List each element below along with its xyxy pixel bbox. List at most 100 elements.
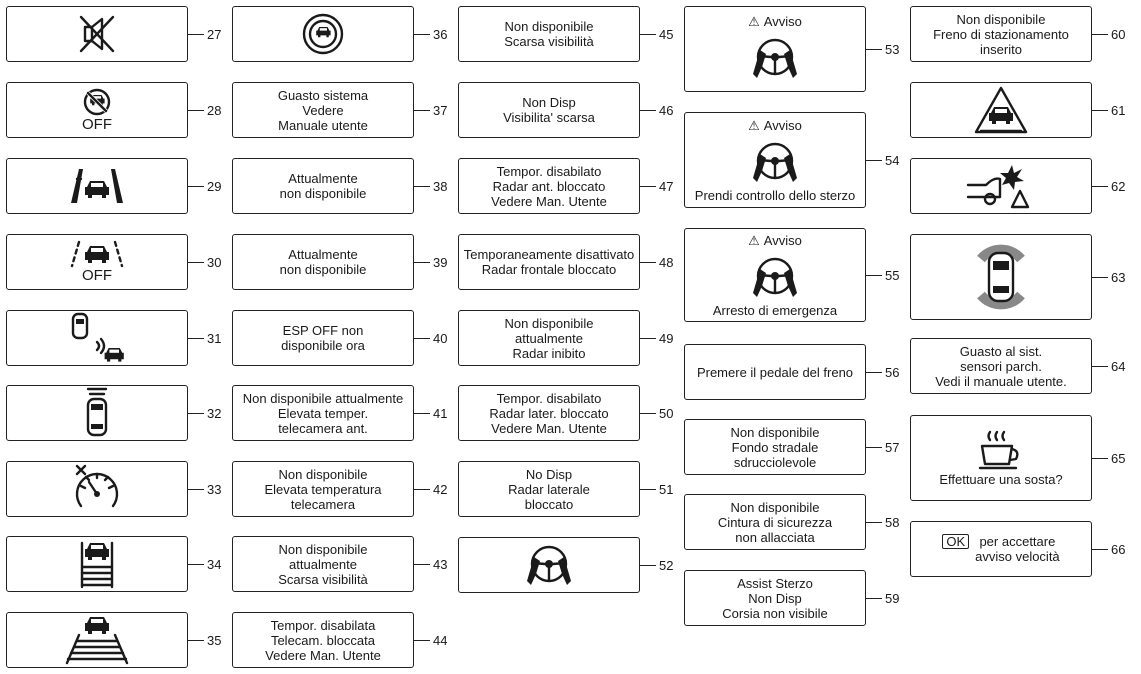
callout-leader-line xyxy=(640,34,656,36)
panel-message: Non disponibile attualmente Radar inibit… xyxy=(504,315,594,361)
callout-number: 59 xyxy=(885,591,900,606)
hands-on-wheel-icon xyxy=(519,539,579,591)
panel-message: ESP OFF non disponibile ora xyxy=(281,323,365,353)
panel-caption: Prendi controllo dello sterzo xyxy=(694,187,856,203)
callout-number: 58 xyxy=(885,515,900,530)
callout-leader-line xyxy=(866,522,882,524)
message-panel-48: Temporaneamente disattivato Radar fronta… xyxy=(458,234,640,290)
message-panel-27 xyxy=(6,6,188,62)
message-panel-38: Attualmente non disponibile xyxy=(232,158,414,214)
message-panel-60: Non disponibile Freno di stazionamento i… xyxy=(910,6,1092,62)
callout-leader-line xyxy=(188,110,204,112)
callout-number: 34 xyxy=(207,557,222,572)
panel-message: Attualmente non disponibile xyxy=(279,247,367,277)
callout-number: 49 xyxy=(659,331,674,346)
callout-leader-line xyxy=(188,262,204,264)
callout-leader-line xyxy=(188,413,204,415)
message-panel-59: Assist Sterzo Non Disp Corsia non visibi… xyxy=(684,570,866,626)
collision-warning-icon xyxy=(966,163,1036,209)
message-panel-44: Tempor. disabilata Telecam. bloccata Ved… xyxy=(232,612,414,668)
hands-on-wheel-icon xyxy=(745,136,805,188)
coffee-cup-icon xyxy=(978,430,1024,472)
message-panel-52 xyxy=(458,537,640,593)
warning-label: Avviso xyxy=(763,14,802,29)
message-panel-41: Non disponibile attualmente Elevata temp… xyxy=(232,385,414,441)
panel-message: Attualmente non disponibile xyxy=(279,171,367,201)
callout-leader-line xyxy=(188,34,204,36)
message-panel-45: Non disponibile Scarsa visibilità xyxy=(458,6,640,62)
callout-leader-line xyxy=(640,338,656,340)
panel-message: Tempor. disabilato Radar later. bloccato… xyxy=(489,390,609,436)
callout-leader-line xyxy=(188,564,204,566)
warning-label: Avviso xyxy=(763,232,802,248)
message-panel-56: Premere il pedale del freno xyxy=(684,344,866,400)
callout-leader-line xyxy=(866,598,882,600)
hands-on-wheel-icon xyxy=(745,251,805,303)
callout-number: 54 xyxy=(885,153,900,168)
callout-leader-line xyxy=(188,640,204,642)
callout-number: 38 xyxy=(433,179,448,194)
message-panel-35 xyxy=(6,612,188,668)
callout-leader-line xyxy=(640,489,656,491)
callout-leader-line xyxy=(414,640,430,642)
callout-number: 61 xyxy=(1111,103,1126,118)
warning-triangle-icon: ⚠ xyxy=(748,14,760,29)
callout-leader-line xyxy=(414,34,430,36)
panel-message: No Disp Radar laterale bloccato xyxy=(508,466,590,512)
callout-leader-line xyxy=(866,447,882,449)
callout-number: 57 xyxy=(885,440,900,455)
callout-number: 36 xyxy=(433,27,448,42)
panel-message: Non disponibile Scarsa visibilità xyxy=(504,19,594,49)
callout-number: 28 xyxy=(207,103,222,118)
message-panel-46: Non Disp Visibilita' scarsa xyxy=(458,82,640,138)
callout-leader-line xyxy=(414,564,430,566)
message-panel-51: No Disp Radar laterale bloccato xyxy=(458,461,640,517)
callout-number: 37 xyxy=(433,103,448,118)
panel-message: Guasto sistema Vedere Manuale utente xyxy=(277,87,369,133)
callout-number: 56 xyxy=(885,365,900,380)
message-panel-42: Non disponibile Elevata temperatura tele… xyxy=(232,461,414,517)
message-panel-53: ⚠Avviso xyxy=(684,6,866,92)
panel-message: Guasto al sist. sensori parch. Vedi il m… xyxy=(935,343,1067,389)
callout-leader-line xyxy=(640,110,656,112)
warning-header: ⚠Avviso xyxy=(748,118,802,133)
muted-speaker-icon xyxy=(75,14,119,54)
ok-key-badge: OK xyxy=(942,534,970,549)
callout-number: 39 xyxy=(433,255,448,270)
panel-message: Premere il pedale del freno xyxy=(696,364,854,380)
message-panel-30: OFF xyxy=(6,234,188,290)
lane-departure-off-icon xyxy=(67,240,127,268)
lane-departure-warning-icon xyxy=(67,165,127,207)
callout-number: 44 xyxy=(433,633,448,648)
parking-sensors-icon xyxy=(973,239,1029,315)
pedestrian-detection-off-icon xyxy=(80,87,114,117)
callout-leader-line xyxy=(1092,110,1108,112)
callout-number: 55 xyxy=(885,268,900,283)
callout-leader-line xyxy=(188,338,204,340)
car-road-track-icon xyxy=(65,615,129,665)
callout-leader-line xyxy=(640,413,656,415)
warning-triangle-icon: ⚠ xyxy=(748,117,760,133)
warning-label: Avviso xyxy=(763,117,802,133)
callout-number: 45 xyxy=(659,27,674,42)
panel-message: Non disponibile attualmente Elevata temp… xyxy=(242,390,404,436)
warning-triangle-icon: ⚠ xyxy=(748,232,760,248)
hands-on-wheel-icon xyxy=(745,32,805,84)
callout-leader-line xyxy=(414,413,430,415)
callout-leader-line xyxy=(640,262,656,264)
message-panel-39: Attualmente non disponibile xyxy=(232,234,414,290)
callout-leader-line xyxy=(866,275,882,277)
callout-number: 46 xyxy=(659,103,674,118)
callout-leader-line xyxy=(1092,458,1108,460)
message-panel-49: Non disponibile attualmente Radar inibit… xyxy=(458,310,640,366)
callout-leader-line xyxy=(1092,277,1108,279)
panel-message: Non disponibile attualmente Scarsa visib… xyxy=(278,541,368,587)
message-panel-63 xyxy=(910,234,1092,320)
callout-leader-line xyxy=(414,186,430,188)
panel-message: Non disponibile Fondo stradale sdrucciol… xyxy=(730,424,820,470)
panel-caption: Effettuare una sosta? xyxy=(939,471,1063,487)
message-panel-37: Guasto sistema Vedere Manuale utente xyxy=(232,82,414,138)
callout-leader-line xyxy=(188,186,204,188)
panel-message: Tempor. disabilata Telecam. bloccata Ved… xyxy=(265,617,381,663)
